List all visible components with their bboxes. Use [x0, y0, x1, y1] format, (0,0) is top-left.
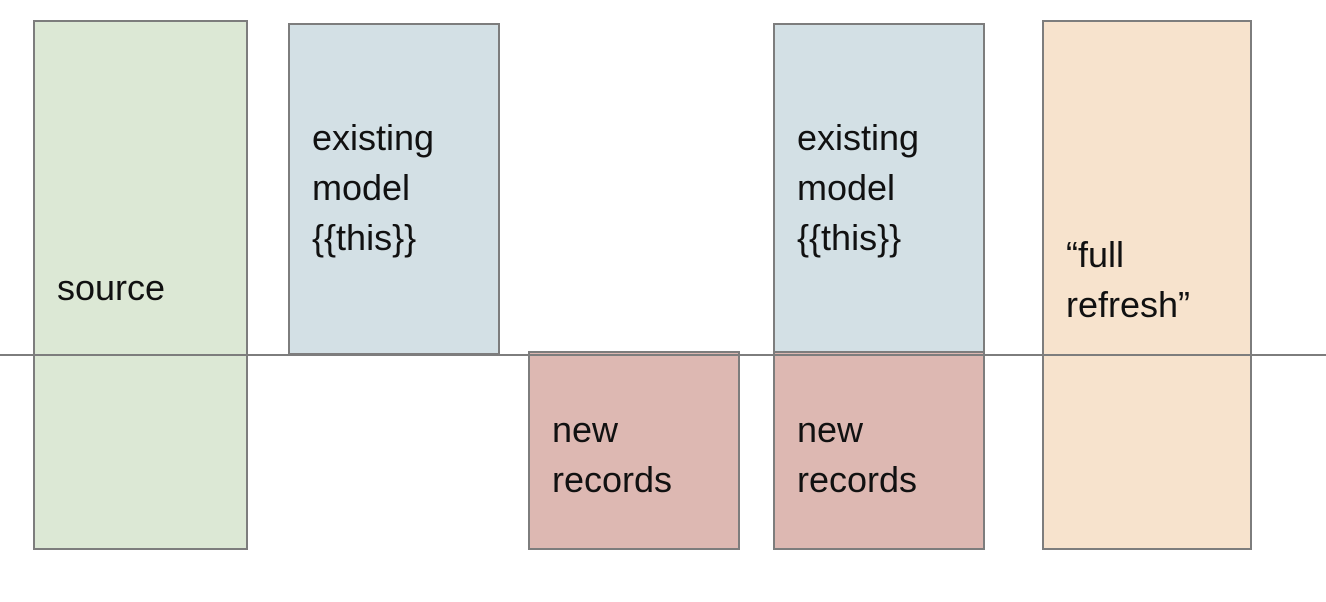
existing-model-box-1[interactable]: [288, 23, 500, 355]
new-records-box-2[interactable]: [773, 351, 985, 550]
new-records-box-1[interactable]: [528, 351, 740, 550]
full-refresh-box[interactable]: [1042, 20, 1252, 550]
horizontal-divider-line: [0, 354, 1326, 356]
existing-model-box-2[interactable]: [773, 23, 985, 355]
source-box[interactable]: [33, 20, 248, 550]
